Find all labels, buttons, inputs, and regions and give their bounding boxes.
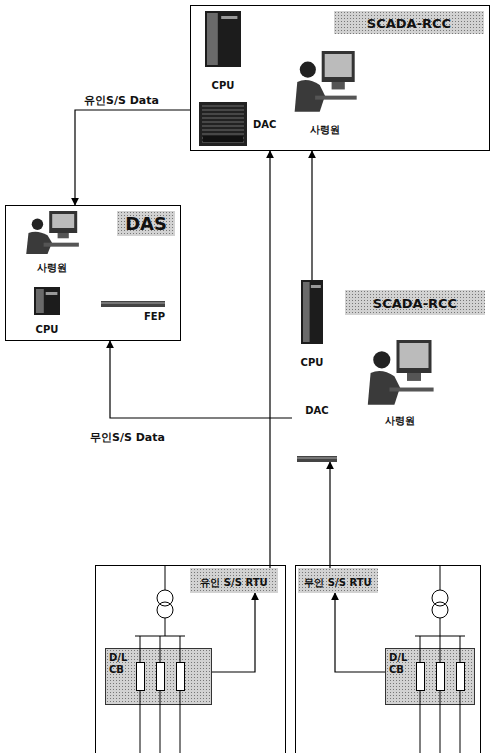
unit-label: FEP [144, 311, 165, 322]
edge-label-box: 유인S/S Data [82, 89, 161, 108]
rtu-band: 무인 S/S RTU [298, 568, 378, 593]
operator-icon [292, 51, 358, 113]
operator-icon [24, 211, 80, 255]
dl-cb-box: D/L CB [385, 648, 475, 705]
operator-station: 사령원 [16, 211, 88, 275]
operator-station: 사령원 [360, 340, 440, 428]
dl-cb-box: D/L CB [105, 648, 212, 705]
unit-label: DAC [305, 405, 328, 416]
unit-label: DAC [253, 119, 276, 130]
data-link [329, 462, 330, 568]
operator-icon [365, 340, 435, 406]
data-link [311, 151, 312, 280]
rtu-band: 유인 S/S RTU [190, 568, 278, 593]
cpu-unit: CPU [29, 287, 65, 335]
unit-label: CPU [36, 324, 59, 335]
dac-icon [199, 102, 247, 146]
fep-unit: FEP [101, 301, 165, 329]
box-title: SCADA-RCC [367, 16, 451, 31]
breaker-label: D/L CB [386, 649, 415, 676]
data-link [335, 593, 385, 672]
band-label: 무인 S/S RTU [304, 577, 371, 588]
breaker-label: D/L CB [106, 649, 135, 676]
title-band: SCADA-RCC [334, 11, 484, 34]
operator-label: 사령원 [37, 261, 67, 275]
title-band: DAS [117, 211, 175, 236]
cpu-unit: CPU [292, 280, 332, 368]
data-link [110, 341, 292, 418]
operator-station: 사령원 [289, 51, 361, 137]
box-title: DAS [125, 213, 167, 234]
edge-label: 무인S/S Data [88, 431, 167, 444]
band-label: 유인 S/S RTU [200, 577, 267, 588]
cpu-icon [205, 11, 241, 67]
operator-label: 사령원 [385, 414, 415, 428]
dac-bar [297, 456, 337, 462]
cpu-icon [34, 287, 60, 315]
data-link [212, 593, 255, 672]
fep-bar [297, 456, 337, 462]
dac-unit: DAC [199, 101, 281, 147]
dac-unit: DAC [292, 405, 342, 462]
edge-label: 유인S/S Data [82, 94, 161, 107]
title-band: SCADA-RCC [345, 290, 485, 315]
control-center-box: SCADA-RCC CPU DAC 사령원 [190, 5, 490, 151]
unit-label: CPU [301, 357, 324, 368]
fep-bar [101, 301, 165, 307]
data-link [269, 151, 270, 568]
operator-label: 사령원 [310, 123, 340, 137]
edge-label-box: 무인S/S Data [88, 426, 167, 445]
cpu-icon [301, 280, 323, 344]
das-box: DAS 사령원 CPU FEP [5, 205, 181, 341]
unit-label: CPU [212, 80, 235, 91]
band-label: SCADA-RCC [373, 296, 457, 311]
data-link [75, 110, 199, 205]
cpu-unit: CPU [201, 11, 245, 91]
